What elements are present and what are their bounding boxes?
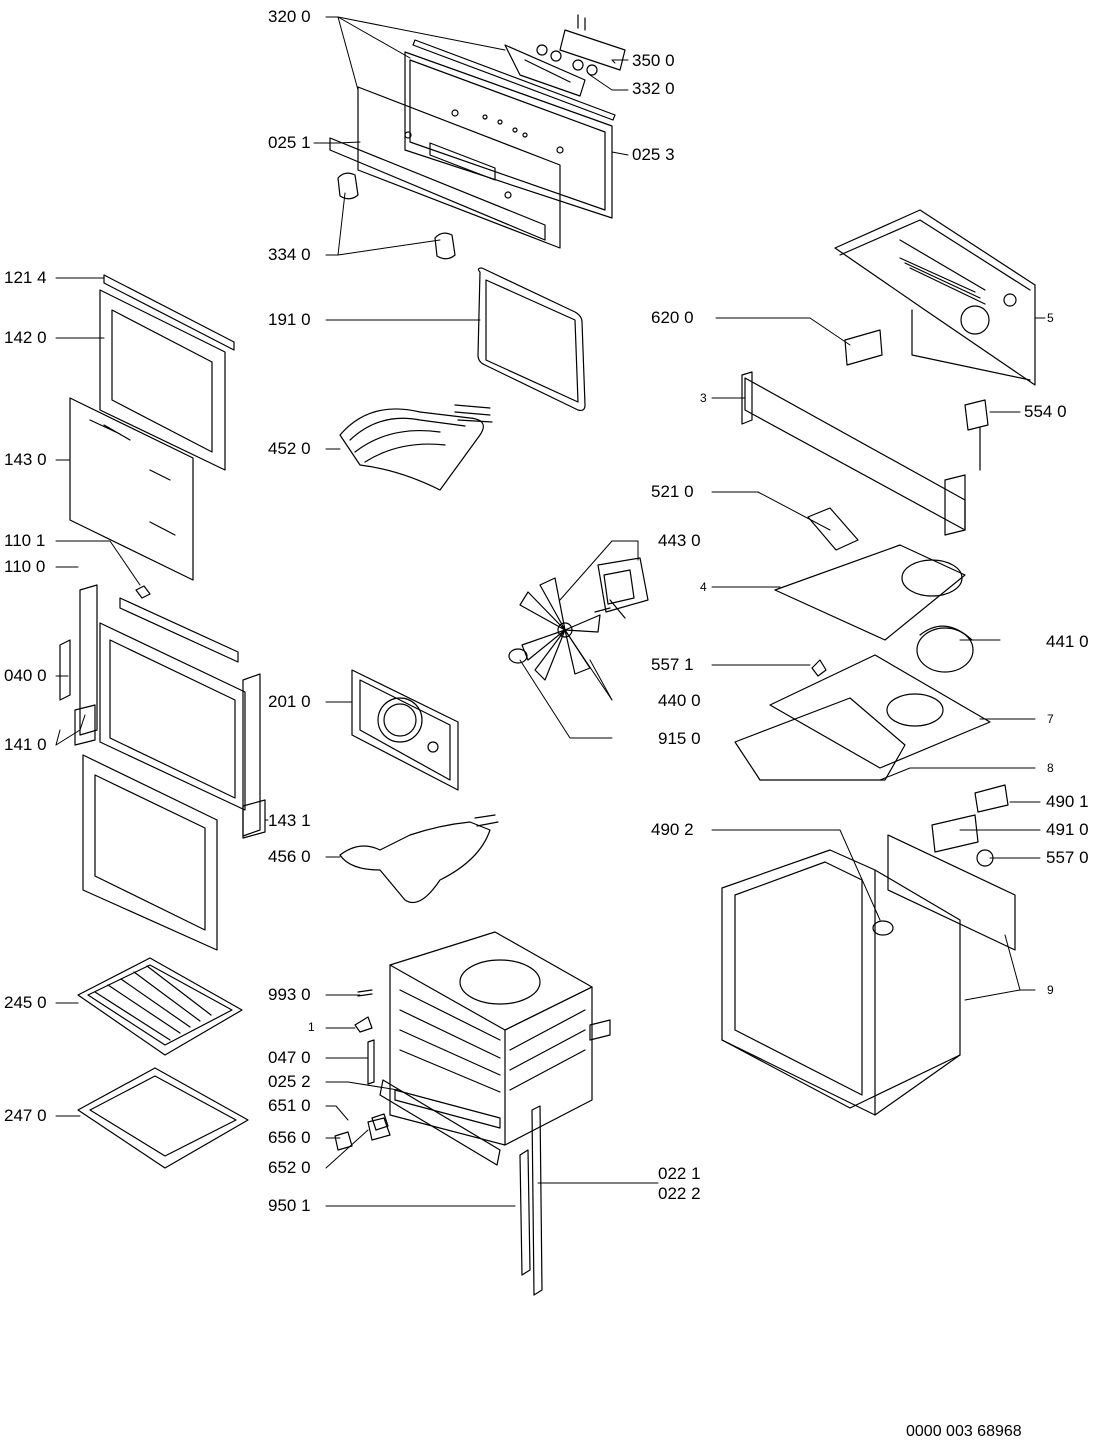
label-491-0: 491 0 bbox=[1046, 820, 1089, 839]
label-025-2: 025 2 bbox=[268, 1072, 311, 1091]
label-557-1: 557 1 bbox=[651, 655, 694, 674]
label-9: 9 bbox=[1047, 983, 1054, 997]
label-1: 1 bbox=[308, 1020, 315, 1034]
label-142-0: 142 0 bbox=[4, 328, 47, 347]
label-022-2: 022 2 bbox=[658, 1184, 701, 1203]
label-3: 3 bbox=[700, 391, 707, 405]
label-521-0: 521 0 bbox=[651, 482, 694, 501]
label-110-1: 110 1 bbox=[4, 531, 46, 550]
label-201-0: 201 0 bbox=[268, 692, 311, 711]
label-490-2: 490 2 bbox=[651, 820, 694, 839]
label-456-0: 456 0 bbox=[268, 847, 311, 866]
label-143-0: 143 0 bbox=[4, 450, 47, 469]
fan-group bbox=[509, 558, 648, 680]
label-040-0: 040 0 bbox=[4, 666, 47, 685]
fan-cover-group bbox=[735, 545, 990, 780]
label-651-0: 651 0 bbox=[268, 1096, 311, 1115]
center-parts-group bbox=[340, 268, 585, 903]
label-110-0: 110 0 bbox=[4, 557, 46, 576]
outer-casing-group bbox=[722, 785, 1015, 1115]
label-950-1: 950 1 bbox=[268, 1196, 311, 1215]
label-620-0: 620 0 bbox=[651, 308, 694, 327]
label-443-0: 443 0 bbox=[658, 531, 701, 550]
label-350-0: 350 0 bbox=[632, 51, 675, 70]
label-334-0: 334 0 bbox=[268, 245, 311, 264]
label-557-0: 557 0 bbox=[1046, 848, 1089, 867]
oven-door-group bbox=[60, 275, 265, 950]
label-490-1: 490 1 bbox=[1046, 792, 1089, 811]
label-656-0: 656 0 bbox=[268, 1128, 311, 1147]
label-554-0: 554 0 bbox=[1024, 402, 1067, 421]
label-022-1: 022 1 bbox=[658, 1164, 701, 1183]
label-8: 8 bbox=[1047, 761, 1054, 775]
rear-panels-group bbox=[742, 210, 1035, 550]
oven-cavity-group bbox=[335, 932, 610, 1295]
document-code: 0000 003 68968 bbox=[906, 1423, 1022, 1440]
label-143-1: 143 1 bbox=[268, 811, 311, 830]
leader-tails bbox=[612, 60, 615, 63]
label-7: 7 bbox=[1047, 712, 1054, 726]
label-652-0: 652 0 bbox=[268, 1158, 311, 1177]
label-047-0: 047 0 bbox=[268, 1048, 311, 1067]
label-441-0: 441 0 bbox=[1046, 632, 1089, 651]
label-4: 4 bbox=[700, 580, 707, 594]
label-247-0: 247 0 bbox=[4, 1106, 47, 1125]
racks-group bbox=[78, 958, 248, 1168]
label-025-1: 025 1 bbox=[268, 133, 311, 152]
label-320-0: 320 0 bbox=[268, 7, 311, 26]
label-245-0: 245 0 bbox=[4, 993, 47, 1012]
label-5: 5 bbox=[1047, 311, 1054, 325]
control-panel-group bbox=[330, 15, 625, 259]
label-440-0: 440 0 bbox=[658, 691, 701, 710]
leader-lines bbox=[56, 17, 1045, 1206]
label-332-0: 332 0 bbox=[632, 79, 675, 98]
label-452-0: 452 0 bbox=[268, 439, 311, 458]
label-191-0: 191 0 bbox=[268, 310, 311, 329]
label-025-3: 025 3 bbox=[632, 145, 675, 164]
label-121-4: 121 4 bbox=[4, 268, 47, 287]
label-915-0: 915 0 bbox=[658, 729, 701, 748]
label-141-0: 141 0 bbox=[4, 735, 47, 754]
label-993-0: 993 0 bbox=[268, 985, 311, 1004]
